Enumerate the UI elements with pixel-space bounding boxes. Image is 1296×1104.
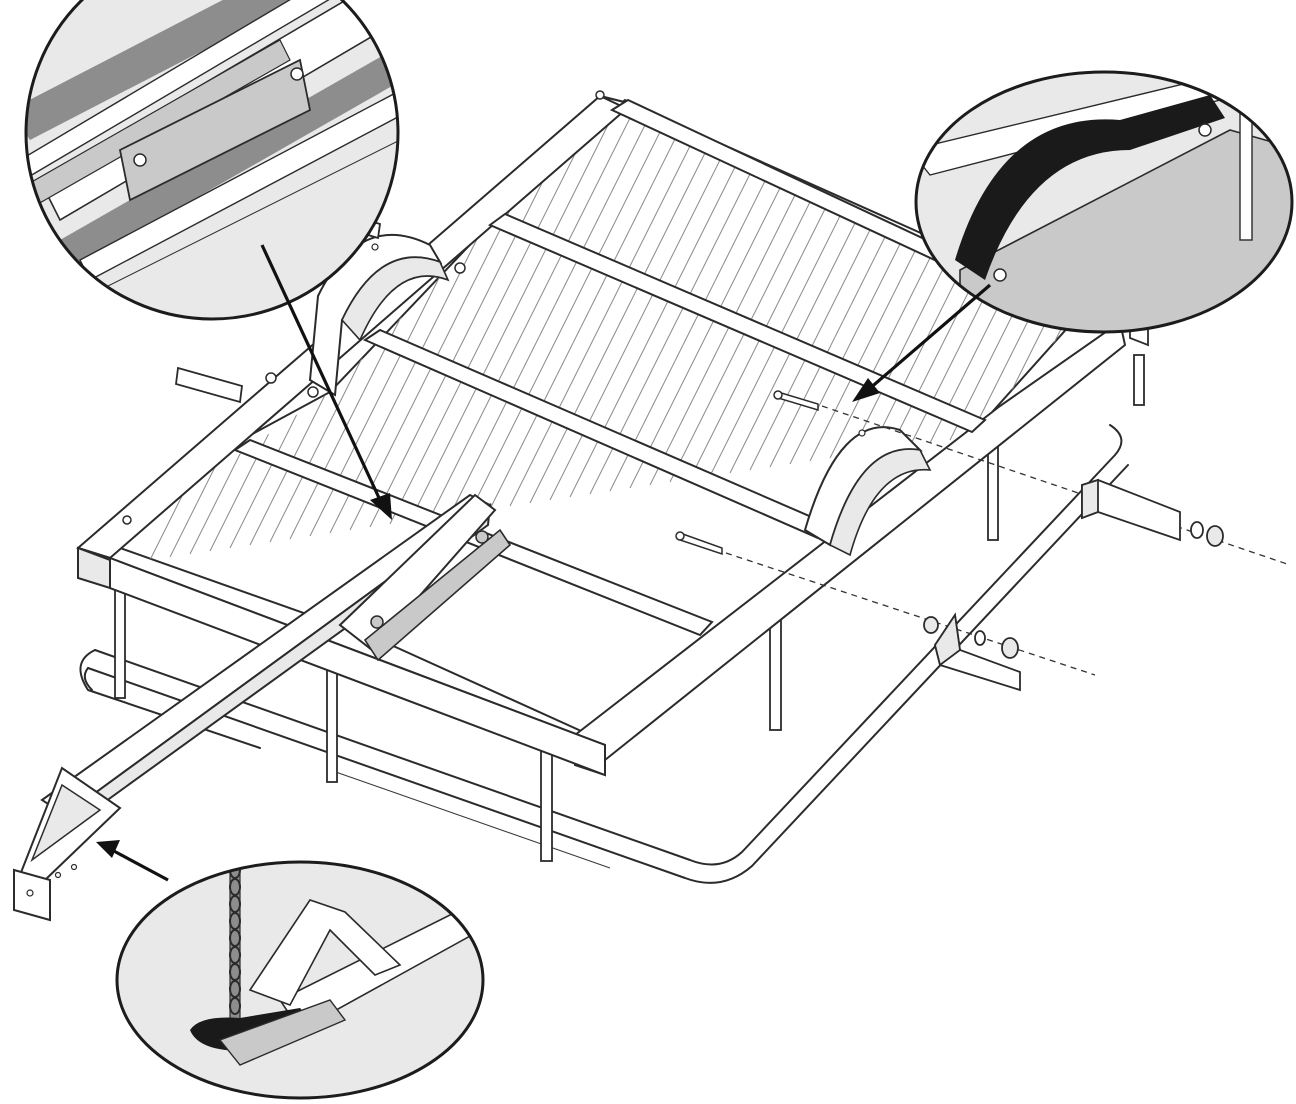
mounting-brackets — [934, 478, 1181, 692]
chain-link — [229, 997, 241, 1015]
deck-rib — [549, 100, 801, 501]
base-chassis — [79, 424, 1129, 884]
wheel-fender-right — [803, 426, 932, 557]
hitch-eye — [13, 766, 122, 922]
deck-rib — [629, 100, 881, 489]
axle-bolts — [675, 390, 819, 556]
deck-rib — [489, 100, 741, 510]
deck-rib — [589, 100, 841, 495]
deck-rib — [709, 100, 961, 477]
callout-arrows — [96, 244, 992, 882]
deck-clamp-detail — [24, 0, 400, 321]
deck-rib — [449, 100, 701, 516]
deck-rib — [569, 100, 821, 498]
deck-rib — [989, 100, 1070, 435]
strap-handle-detail — [914, 70, 1294, 334]
hitch-chain-detail — [115, 860, 485, 1100]
washers-and-nuts — [923, 521, 1224, 659]
deck-rib — [689, 100, 941, 480]
deck-rib — [669, 100, 921, 483]
drawbar — [40, 493, 512, 832]
deck-rib — [609, 100, 861, 492]
deck-rib — [949, 100, 1070, 441]
deck-rib — [969, 100, 1070, 438]
deck-rib — [649, 100, 901, 486]
